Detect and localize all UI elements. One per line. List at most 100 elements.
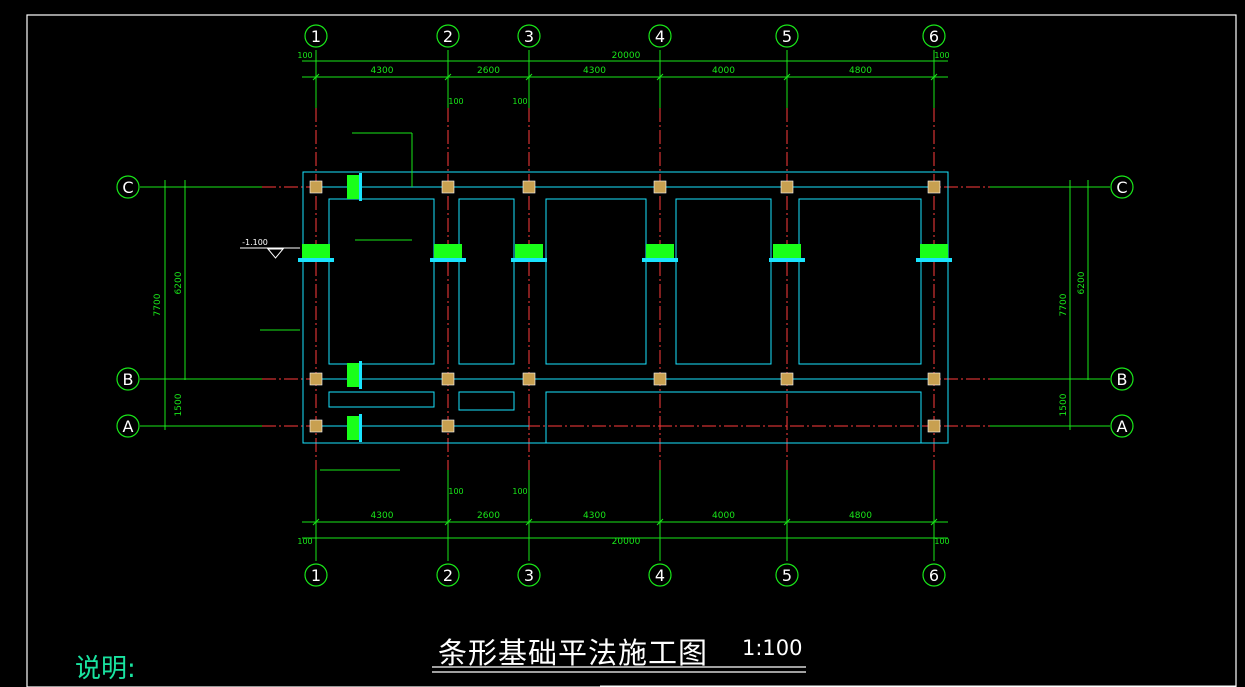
side-cap-1: [359, 173, 362, 201]
column-markers: [298, 173, 952, 442]
axis-bubble-bottom-2-label: 2: [443, 566, 453, 585]
edge-offset-tr: 100: [934, 51, 949, 60]
axis-bubble-top-4-label: 4: [655, 27, 665, 46]
dim-right-1500: 1500: [1059, 393, 1069, 416]
column-a-2: [441, 419, 455, 433]
column-c-1: [309, 180, 323, 194]
level-mark-text: -1.100: [242, 238, 268, 247]
axis-bubble-right-A-label: A: [1117, 417, 1128, 436]
axis-grid: [140, 50, 1110, 561]
dim-tick-5: [930, 518, 938, 526]
span-label-1: 4300: [371, 511, 394, 521]
axis-bubble-top-6-circle: [922, 24, 946, 48]
axis-bubble-bottom-1-label: 1: [311, 566, 321, 585]
column-b-4: [653, 372, 667, 386]
dim-left-1500: 1500: [174, 393, 184, 416]
column-a-1: [309, 419, 323, 433]
span-label-5: 4800: [849, 511, 872, 521]
wall-cap-6: [916, 258, 952, 262]
axis-bubble-top-3-circle: [517, 24, 541, 48]
column-c-5: [780, 180, 794, 194]
span-label-1: 4300: [371, 66, 394, 76]
axis-bubble-top-1-circle: [304, 24, 328, 48]
side-block-2: [347, 363, 359, 387]
axis-bubble-bottom-4-circle: [648, 563, 672, 587]
side-block-3: [347, 416, 359, 440]
dim-tick-3: [656, 73, 664, 81]
span-label-3: 4300: [583, 66, 606, 76]
column-c-3: [522, 180, 536, 194]
column-c-6: [927, 180, 941, 194]
axis-bubble-right-A-circle: [1110, 414, 1134, 438]
wall-block-6: [920, 244, 948, 262]
axis-bubble-top-6-label: 6: [929, 27, 939, 46]
axis-bubble-top-5-circle: [775, 24, 799, 48]
axis-bubble-left-A-label: A: [123, 417, 134, 436]
dim-tick-0: [312, 518, 320, 526]
axis-bubble-right-B-circle: [1110, 367, 1134, 391]
wall-block-1: [302, 244, 330, 262]
offset-3-top: 100: [512, 97, 527, 106]
axis-bubble-left-C-label: C: [122, 178, 133, 197]
column-c-4: [653, 180, 667, 194]
dim-tick-2: [525, 518, 533, 526]
axis-bubble-top-5-label: 5: [782, 27, 792, 46]
overall-label-top: 20000: [612, 51, 641, 61]
span-label-4: 4000: [712, 66, 735, 76]
drawing-title: 条形基础平法施工图: [438, 636, 709, 670]
dim-right-6200: 6200: [1077, 271, 1087, 294]
axis-bubble-top-2-label: 2: [443, 27, 453, 46]
notes-label: 说明:: [75, 654, 136, 684]
offset-3-bottom: 100: [512, 487, 527, 496]
side-block-1: [347, 175, 359, 199]
lower-left-outline: [328, 391, 435, 408]
level-triangle: [266, 248, 285, 259]
offset-2-bottom: 100: [448, 487, 463, 496]
overall-label-bottom: 20000: [612, 537, 641, 547]
axis-bubble-top-2-circle: [436, 24, 460, 48]
axis-bubble-right-C-label: C: [1116, 178, 1127, 197]
axis-bubble-left-B-label: B: [123, 370, 134, 389]
span-label-2: 2600: [477, 66, 500, 76]
room-outline-3: [545, 198, 647, 365]
dim-tick-5: [930, 73, 938, 81]
axis-bubble-left-A-circle: [116, 414, 140, 438]
wall-cap-1: [298, 258, 334, 262]
axis-bubble-top-1-label: 1: [311, 27, 321, 46]
dim-right-7700: 7700: [1059, 293, 1069, 316]
axis-bubble-left-C-circle: [116, 175, 140, 199]
wall-block-2: [434, 244, 462, 262]
room-outline-1: [328, 198, 435, 365]
edge-offset-tl: 100: [297, 51, 312, 60]
room-outline-2: [458, 198, 515, 365]
axis-bubble-bottom-5-label: 5: [782, 566, 792, 585]
dim-tick-4: [783, 518, 791, 526]
dim-tick-3: [656, 518, 664, 526]
dim-tick-4: [783, 73, 791, 81]
strip-foundation-layout: [260, 132, 949, 471]
outer-foundation-outline: [302, 171, 949, 444]
axis-bubble-right-C-circle: [1110, 175, 1134, 199]
column-a-3: [927, 419, 941, 433]
column-b-1: [309, 372, 323, 386]
axis-bubble-top-3-label: 3: [524, 27, 534, 46]
room-outline-5: [798, 198, 922, 365]
wall-cap-3: [511, 258, 547, 262]
wall-cap-5: [769, 258, 805, 262]
axis-bubble-bottom-6-circle: [922, 563, 946, 587]
wall-cap-4: [642, 258, 678, 262]
span-label-4: 4000: [712, 511, 735, 521]
column-c-2: [441, 180, 455, 194]
side-cap-2: [359, 361, 362, 389]
axis-bubble-top-4-circle: [648, 24, 672, 48]
axis-bubble-right-B-label: B: [1117, 370, 1128, 389]
lower-room-outline: [458, 391, 515, 411]
dim-tick-0: [312, 73, 320, 81]
column-b-3: [522, 372, 536, 386]
dim-tick-1: [444, 518, 452, 526]
drawing-frame: [26, 14, 1237, 687]
dim-tick-1: [444, 73, 452, 81]
column-b-5: [780, 372, 794, 386]
